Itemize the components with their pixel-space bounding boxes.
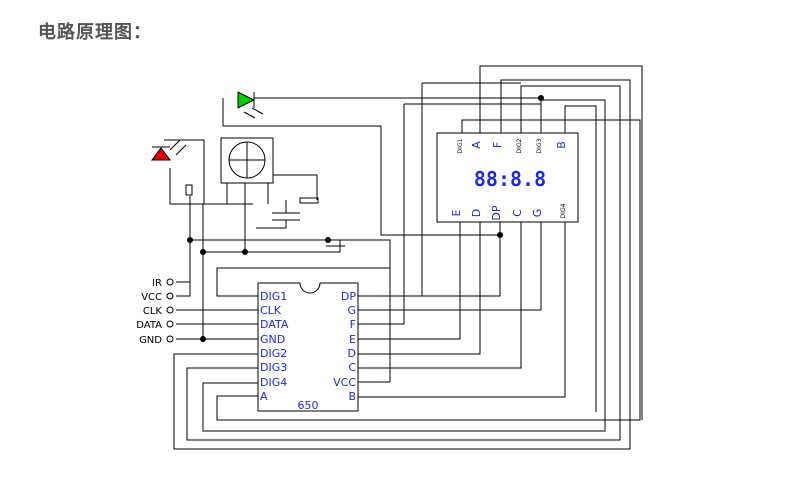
chip-650 <box>257 282 359 412</box>
wire-b <box>564 105 597 412</box>
chip-pin-dp: DP <box>341 290 356 303</box>
junction-dot <box>538 95 544 101</box>
junction-dot <box>325 237 331 243</box>
ir-resistor <box>299 197 319 204</box>
chip-label: 650 <box>298 399 319 412</box>
chip-pin-a: A <box>260 390 268 403</box>
chip-pin-dig1: DIG1 <box>260 290 287 303</box>
junction-dot <box>497 232 503 238</box>
display-label-dig4: DIG4 <box>560 203 567 218</box>
display-readout: 88:8.8 <box>474 167 546 191</box>
display-label-c: C <box>511 209 524 217</box>
wire-f-chip <box>358 104 405 325</box>
display-label-dp: DP <box>490 205 503 220</box>
junction-dot <box>242 249 248 255</box>
wire-c <box>358 222 522 369</box>
display-label-d: D <box>470 209 483 217</box>
wires <box>164 65 643 450</box>
wire-g <box>358 222 542 311</box>
display-label-dig1: DIG1 <box>457 138 464 153</box>
wire-vcc-bus <box>190 239 391 297</box>
green-led-arrows <box>243 107 264 119</box>
red-led-arrows <box>169 139 187 156</box>
chip-pin-b: B <box>348 390 356 403</box>
wire-dp <box>358 222 501 297</box>
red-led-icon <box>151 147 171 161</box>
ir-receiver-body <box>220 137 274 184</box>
display-label-a: A <box>470 141 483 149</box>
terminal-label-gnd: GND <box>139 335 162 346</box>
wire-red-led-top <box>164 139 205 204</box>
chip-pin-g: G <box>347 304 356 317</box>
wire-gnd-bus <box>203 240 341 253</box>
chip-pin-gnd: GND <box>260 333 285 346</box>
chip-pin-vcc: VCC <box>333 376 356 389</box>
display-label-e: E <box>450 209 463 216</box>
junction-dot <box>200 249 206 255</box>
chip-pin-dig4: DIG4 <box>260 376 287 389</box>
display-frame <box>436 132 579 223</box>
terminal-data[interactable] <box>166 320 174 328</box>
junction-dot <box>200 336 206 342</box>
display-label-f: F <box>491 142 504 148</box>
ir-receiver-legs <box>226 183 269 252</box>
green-led-icon <box>237 91 256 109</box>
terminal-clk[interactable] <box>166 306 174 314</box>
terminal-label-ir: IR <box>152 278 162 289</box>
wire-e <box>358 222 461 340</box>
display-label-dig2: DIG2 <box>516 138 523 153</box>
terminal-vcc[interactable] <box>166 292 174 300</box>
red-led-resistor <box>185 184 193 196</box>
chip-pin-f: F <box>350 318 356 331</box>
wire-f <box>173 79 631 450</box>
display-label-dig3: DIG3 <box>536 138 543 153</box>
chip-pin-dig2: DIG2 <box>260 347 287 360</box>
terminal-label-data: DATA <box>136 320 162 331</box>
wire-a-top <box>479 65 643 420</box>
wire-dig4 <box>358 222 566 398</box>
terminal-label-clk: CLK <box>143 306 163 317</box>
wire-a-dig1 <box>216 119 641 421</box>
display-label-g: G <box>531 209 544 218</box>
chip-pin-clk: CLK <box>260 304 282 317</box>
wire-dp-chip <box>396 83 423 297</box>
chip-pin-c: C <box>348 361 356 374</box>
ir-capacitor <box>256 174 318 229</box>
wire-green-led-right <box>254 97 542 100</box>
page-title: 电路原理图： <box>38 22 152 43</box>
wire-green-led <box>222 98 500 236</box>
wire-vcc <box>176 240 191 297</box>
terminal-circles <box>166 278 174 343</box>
wire-d <box>358 222 481 355</box>
terminal-ir[interactable] <box>166 278 174 286</box>
wire-red-led <box>169 168 253 205</box>
junction-dots <box>187 95 544 342</box>
chip-pin-dig3: DIG3 <box>260 361 287 374</box>
chip-pin-d: D <box>348 347 356 360</box>
terminal-label-vcc: VCC <box>141 292 162 303</box>
wire-dig2 <box>186 85 621 441</box>
terminal-gnd[interactable] <box>166 335 174 343</box>
junction-dot <box>187 237 193 243</box>
chip-pin-e: E <box>349 333 356 346</box>
ir-lens-cross <box>229 142 265 178</box>
display-label-b: B <box>555 141 568 149</box>
chip-pin-data: DATA <box>260 318 289 331</box>
